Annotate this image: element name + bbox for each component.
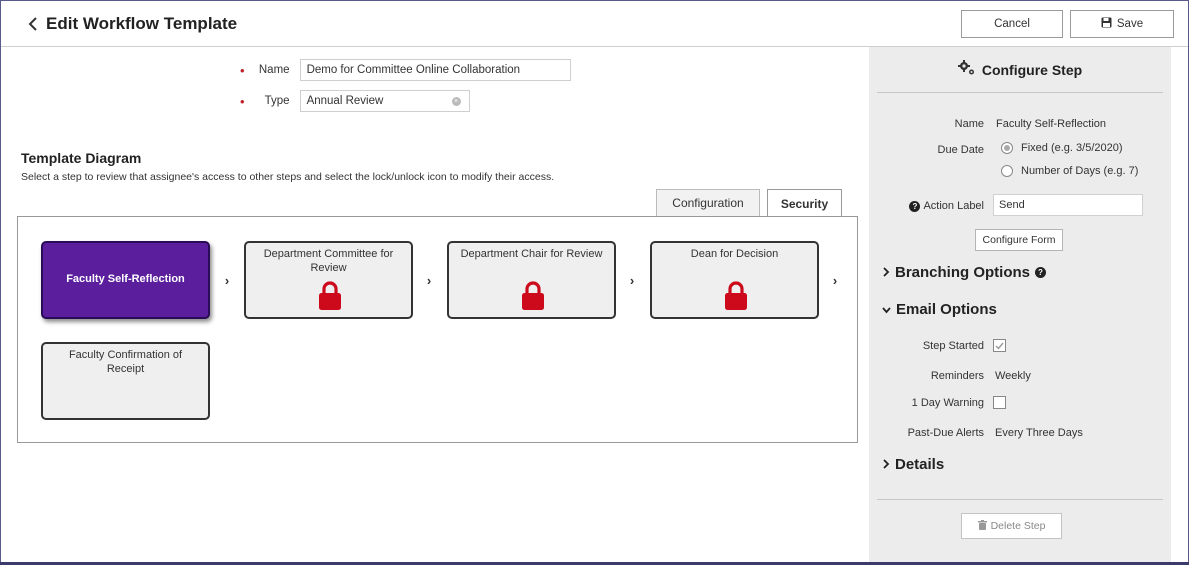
diagram-description: Select a step to review that assignee's … xyxy=(21,171,555,183)
diagram-title: Template Diagram xyxy=(21,150,142,166)
clear-icon[interactable]: × xyxy=(451,97,461,106)
cancel-button[interactable]: Cancel xyxy=(961,10,1063,38)
panel-title-text: Configure Step xyxy=(981,61,1083,78)
step-faculty-self-reflection[interactable]: Faculty Self-Reflection xyxy=(41,241,210,319)
due-days-radio[interactable] xyxy=(1001,165,1013,177)
help-icon[interactable]: ? xyxy=(909,200,921,212)
lock-icon[interactable] xyxy=(318,281,342,311)
chevron-right-icon xyxy=(882,456,890,473)
name-row: • Name Demo for Committee Online Collabo… xyxy=(240,59,571,81)
step-started-label: Step Started xyxy=(922,340,984,352)
step-dean-for-decision[interactable]: Dean for Decision xyxy=(650,241,819,319)
step-started-checkbox[interactable] xyxy=(993,339,1006,352)
step-faculty-confirmation[interactable]: Faculty Confirmation of Receipt xyxy=(41,342,210,420)
chevron-right-icon: › xyxy=(629,272,635,288)
step-name-label: Name xyxy=(954,118,984,130)
past-due-value: Every Three Days xyxy=(995,427,1083,439)
step-name-value: Faculty Self-Reflection xyxy=(996,118,1107,130)
delete-step-button[interactable]: Delete Step xyxy=(961,513,1062,539)
checkmark-icon xyxy=(995,342,1004,350)
chevron-right-icon xyxy=(882,264,890,281)
bottom-border xyxy=(0,562,1189,565)
lock-icon[interactable] xyxy=(724,281,748,311)
step-department-chair[interactable]: Department Chair for Review xyxy=(447,241,616,319)
save-button[interactable]: Save xyxy=(1070,10,1174,38)
branching-options-label: Branching Options xyxy=(895,264,1030,281)
step-label: Faculty Self-Reflection xyxy=(66,273,185,286)
details-toggle[interactable]: Details xyxy=(882,456,944,473)
step-label: Dean for Decision xyxy=(690,248,779,260)
chevron-down-icon xyxy=(882,301,891,318)
configure-form-label: Configure Form xyxy=(982,234,1056,246)
email-options-toggle[interactable]: Email Options xyxy=(882,301,997,318)
details-label: Details xyxy=(895,456,945,473)
back-chevron-icon[interactable] xyxy=(23,14,43,34)
required-marker: • xyxy=(240,62,245,78)
day-warning-checkbox[interactable] xyxy=(993,396,1006,409)
help-icon[interactable]: ? xyxy=(1035,267,1046,278)
type-row: • Type Annual Review × xyxy=(240,90,470,112)
page-title: Edit Workflow Template xyxy=(46,14,238,33)
configure-form-button[interactable]: Configure Form xyxy=(975,229,1063,251)
due-fixed-radio[interactable] xyxy=(1001,142,1013,154)
configure-step-panel: Configure Step Name Faculty Self-Reflect… xyxy=(869,47,1171,562)
step-department-committee[interactable]: Department Committee for Review xyxy=(244,241,413,319)
gears-icon xyxy=(957,60,976,79)
type-select-value: Annual Review xyxy=(306,95,384,107)
email-options-label: Email Options xyxy=(896,301,997,318)
divider xyxy=(877,499,1163,500)
panel-title: Configure Step xyxy=(869,60,1171,79)
step-label: Department Chair for Review xyxy=(460,248,603,260)
tab-label: Security xyxy=(780,197,829,211)
delete-step-label: Delete Step xyxy=(990,520,1046,532)
chevron-right-icon: › xyxy=(224,272,230,288)
name-label: Name xyxy=(258,64,290,76)
save-button-label: Save xyxy=(1116,18,1144,30)
reminders-label: Reminders xyxy=(930,370,984,382)
action-label-value: Send xyxy=(999,199,1025,211)
tab-configuration[interactable]: Configuration xyxy=(656,189,760,216)
tab-security[interactable]: Security xyxy=(767,189,842,218)
action-label-text: Action Label xyxy=(923,200,984,212)
trash-icon xyxy=(977,519,987,533)
divider xyxy=(877,92,1163,93)
type-select[interactable]: Annual Review × xyxy=(299,90,470,112)
name-input[interactable]: Demo for Committee Online Collaboration xyxy=(299,59,571,81)
past-due-label: Past-Due Alerts xyxy=(907,427,984,439)
chevron-right-icon: › xyxy=(832,272,838,288)
branching-options-toggle[interactable]: Branching Options ? xyxy=(882,264,1046,281)
tab-label: Configuration xyxy=(672,196,744,210)
reminders-value: Weekly xyxy=(995,370,1031,382)
lock-icon[interactable] xyxy=(521,281,545,311)
save-icon xyxy=(1101,17,1112,31)
name-input-value: Demo for Committee Online Collaboration xyxy=(306,64,521,76)
diagram-canvas: Faculty Self-Reflection › Department Com… xyxy=(17,216,858,443)
chevron-right-icon: › xyxy=(426,272,432,288)
day-warning-label: 1 Day Warning xyxy=(911,397,984,409)
cancel-button-label: Cancel xyxy=(994,18,1030,30)
due-date-label: Due Date xyxy=(937,144,984,156)
required-marker: • xyxy=(240,93,245,109)
action-label-row: ? Action Label xyxy=(899,200,984,212)
step-label: Department Committee for Review xyxy=(263,248,394,274)
type-label: Type xyxy=(264,95,290,107)
due-days-label: Number of Days (e.g. 7) xyxy=(1021,165,1139,177)
header-bar: Edit Workflow Template Cancel Save xyxy=(1,1,1188,47)
due-fixed-label: Fixed (e.g. 3/5/2020) xyxy=(1021,142,1123,154)
action-label-input[interactable]: Send xyxy=(993,194,1143,216)
step-label: Faculty Confirmation of Receipt xyxy=(68,349,183,375)
